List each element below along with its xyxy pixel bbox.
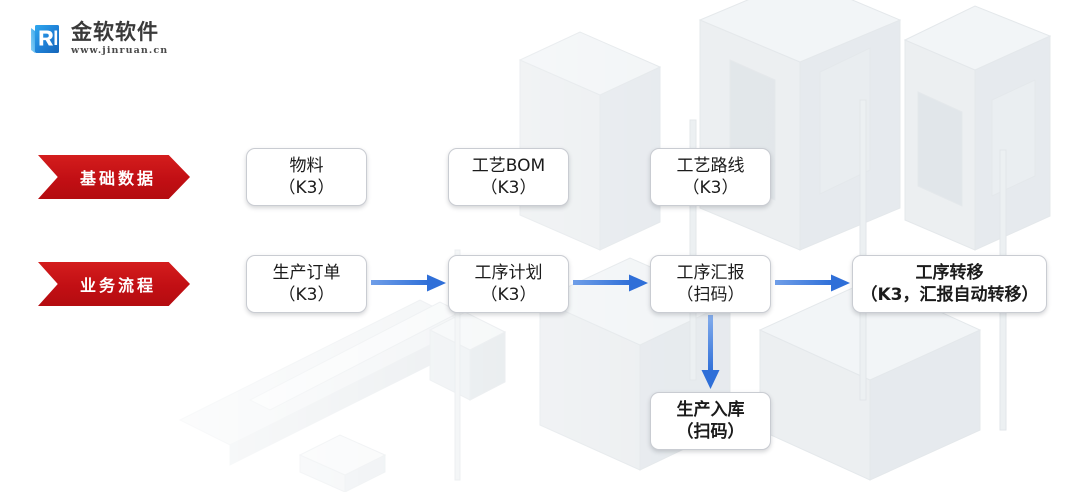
node-process-route-subtitle: （K3） <box>682 178 739 198</box>
node-material[interactable]: 物料 （K3） <box>246 148 367 206</box>
node-process-transfer-subtitle: （K3，汇报自动转移） <box>860 285 1039 305</box>
node-process-bom[interactable]: 工艺BOM （K3） <box>448 148 569 206</box>
node-material-subtitle: （K3） <box>278 178 335 198</box>
node-process-plan-subtitle: （K3） <box>480 285 537 305</box>
node-process-transfer-title: 工序转移 <box>915 262 984 283</box>
node-process-report[interactable]: 工序汇报 （扫码） <box>650 255 771 313</box>
node-material-title: 物料 <box>289 155 324 176</box>
node-process-transfer[interactable]: 工序转移 （K3，汇报自动转移） <box>852 255 1047 313</box>
jinruan-r-logo-icon <box>28 22 62 56</box>
arrow-report-to-inbound <box>701 315 720 389</box>
node-production-order[interactable]: 生产订单 （K3） <box>246 255 367 313</box>
node-production-order-title: 生产订单 <box>272 262 341 283</box>
banner-basic-data: 基础数据 <box>38 155 190 199</box>
banner-business-flow: 业务流程 <box>38 262 190 306</box>
node-process-plan[interactable]: 工序计划 （K3） <box>448 255 569 313</box>
brand-logo: 金软软件 www.jinruan.cn <box>28 22 168 56</box>
logo-company-name: 金软软件 <box>71 20 159 45</box>
node-process-report-subtitle: （扫码） <box>676 285 745 305</box>
node-process-bom-subtitle: （K3） <box>480 178 537 198</box>
arrow-plan-to-report <box>573 274 648 292</box>
arrow-report-to-transfer <box>775 274 850 292</box>
node-process-route[interactable]: 工艺路线 （K3） <box>650 148 771 206</box>
arrow-order-to-plan <box>371 274 446 292</box>
banner-business-flow-label: 业务流程 <box>79 276 156 295</box>
node-process-plan-title: 工序计划 <box>474 262 543 283</box>
logo-website-url: www.jinruan.cn <box>71 45 169 57</box>
node-process-bom-title: 工艺BOM <box>471 155 546 176</box>
node-production-order-subtitle: （K3） <box>278 285 335 305</box>
node-production-inbound-subtitle: （扫码） <box>676 422 745 442</box>
node-production-inbound-title: 生产入库 <box>676 399 745 420</box>
node-process-route-title: 工艺路线 <box>676 155 745 176</box>
node-production-inbound[interactable]: 生产入库 （扫码） <box>650 392 771 450</box>
banner-basic-data-label: 基础数据 <box>79 169 156 188</box>
node-process-report-title: 工序汇报 <box>676 262 745 283</box>
